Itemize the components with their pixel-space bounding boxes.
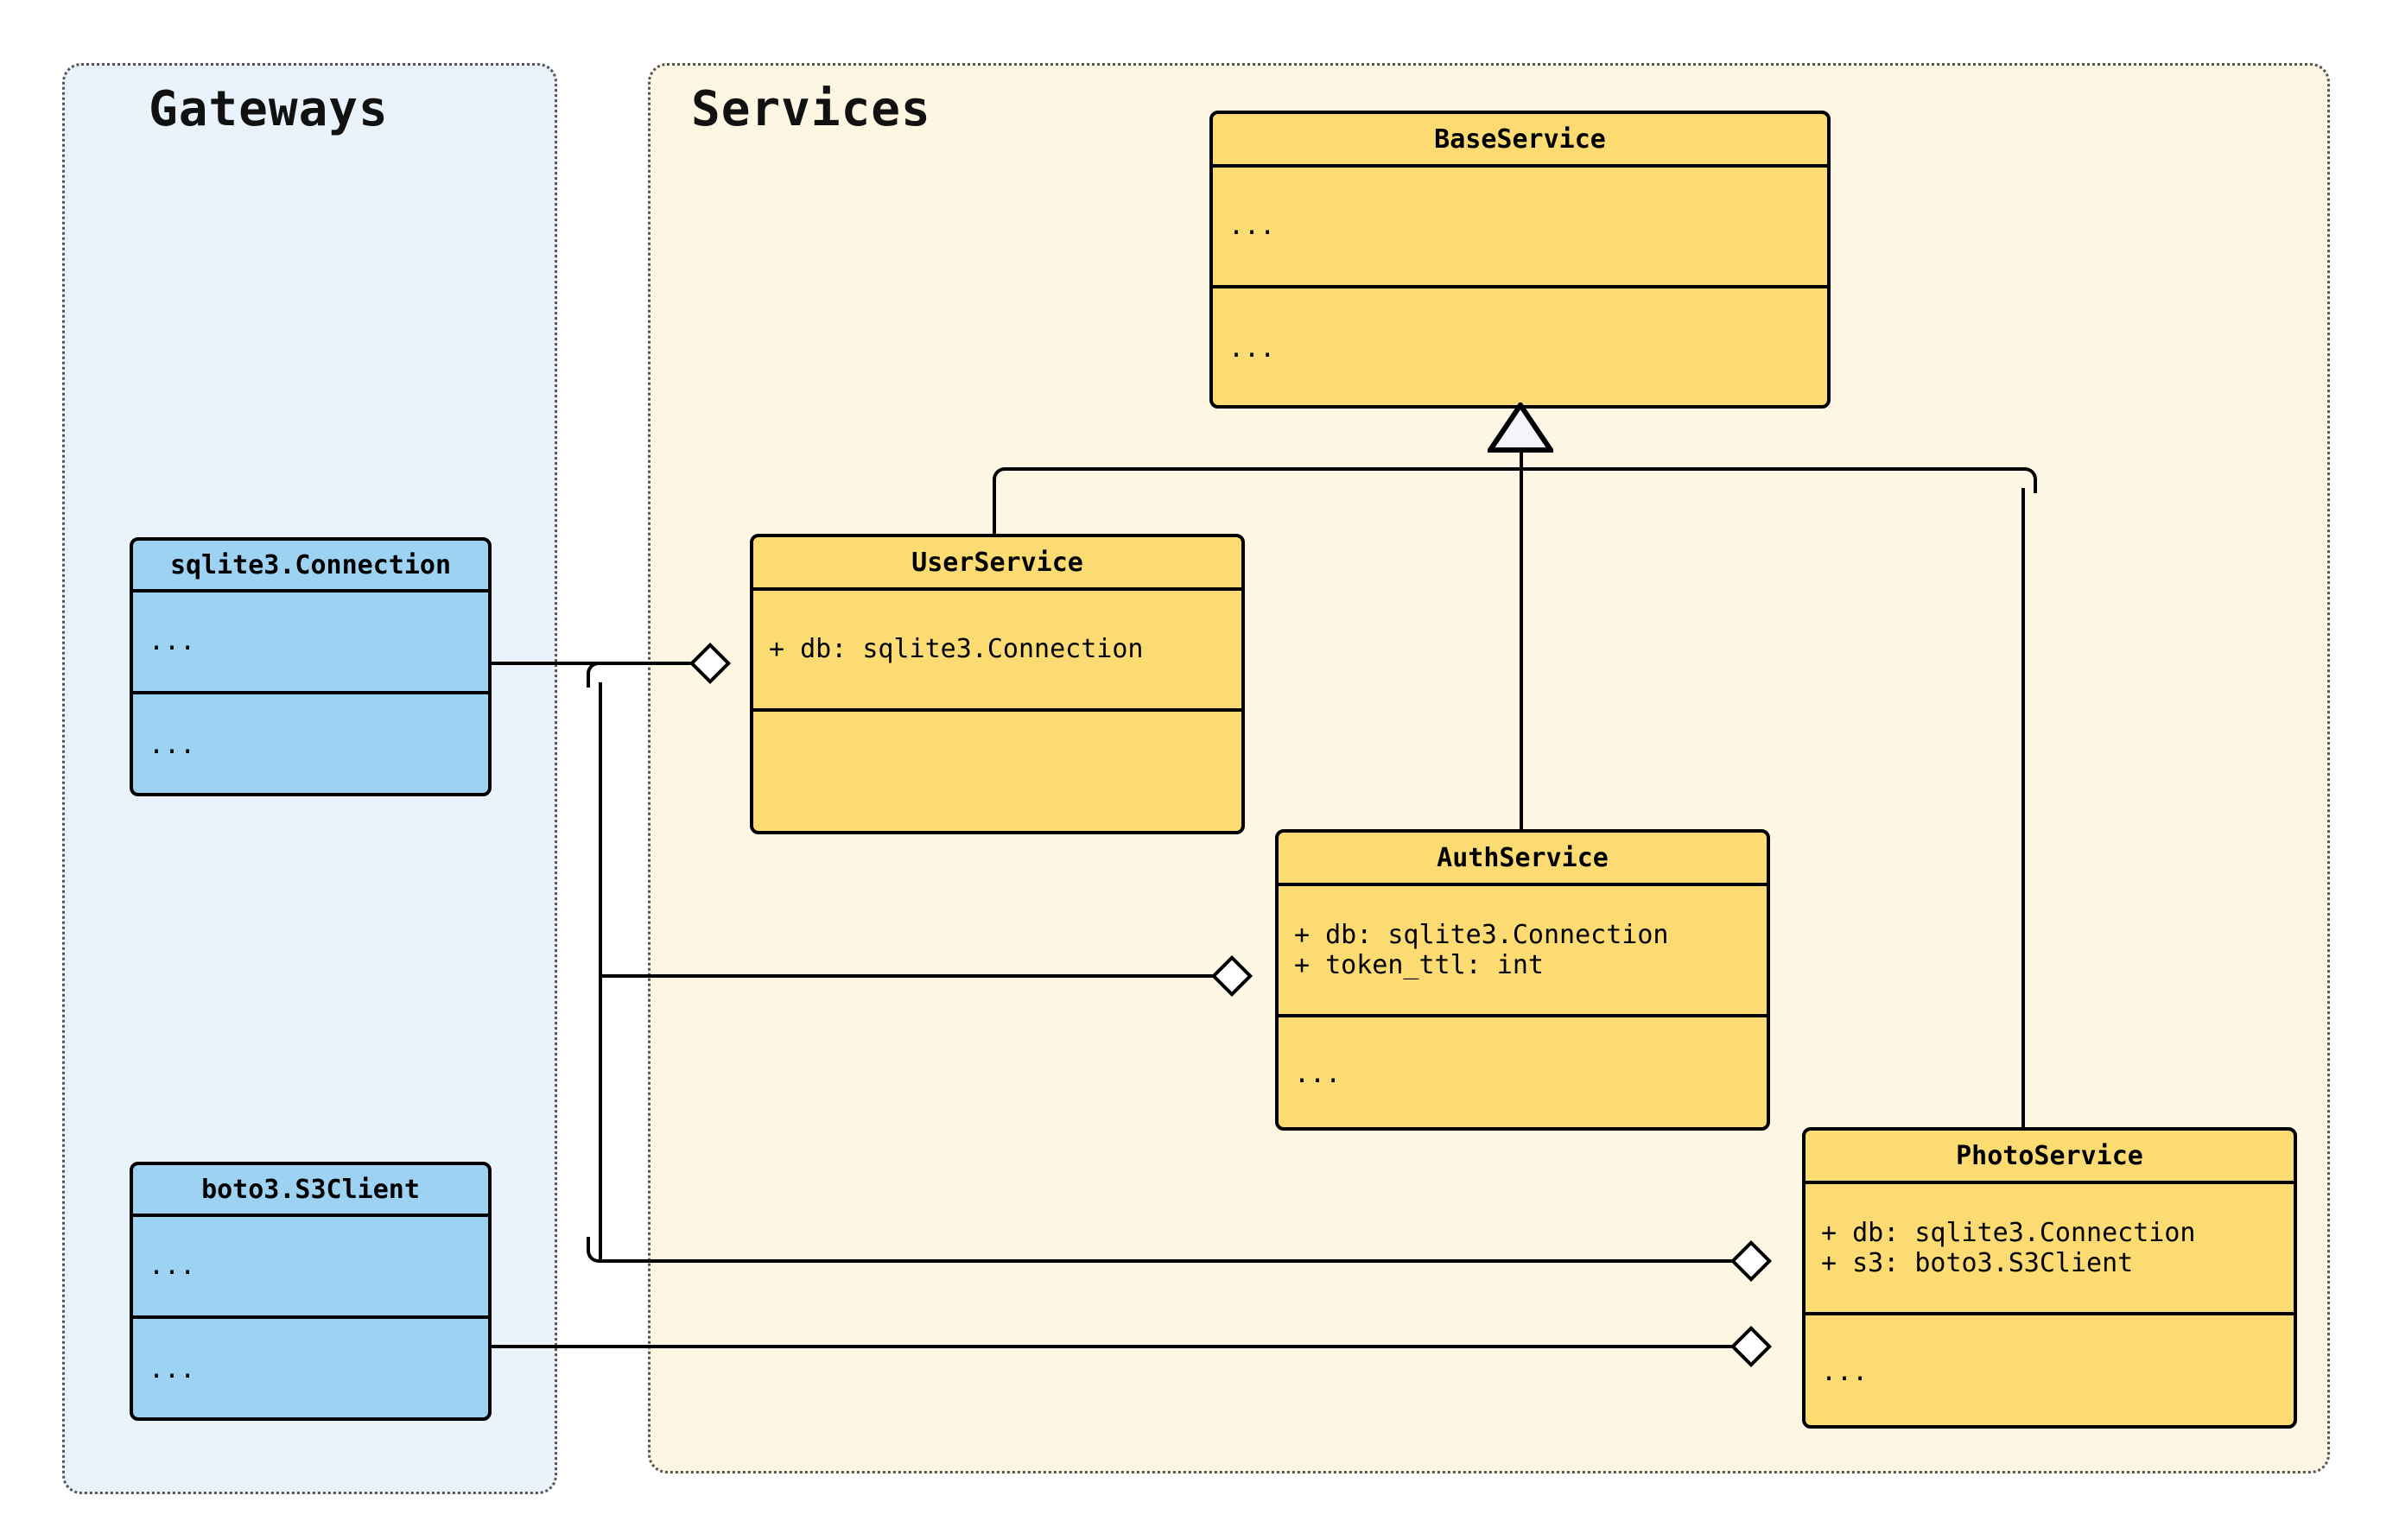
aggregation-sqlite3-corner-bottom (587, 1237, 612, 1263)
class-name-boto3-s3client: boto3.S3Client (133, 1165, 488, 1217)
aggregation-boto3-to-photoservice (489, 1345, 1736, 1348)
attribute-line: + db: sqlite3.Connection (1821, 1217, 2196, 1248)
attribute-line: ... (1228, 211, 1276, 242)
class-attributes-userservice: + db: sqlite3.Connection (753, 591, 1241, 712)
class-operations-sqlite3-connection: ... (133, 694, 488, 793)
inheritance-riser-userservice (993, 488, 996, 536)
operation-line: ... (149, 730, 196, 761)
class-operations-baseservice: ... (1213, 288, 1827, 405)
class-attributes-sqlite3-connection: ... (133, 593, 488, 694)
attribute-line: ... (149, 1251, 196, 1282)
class-name-photoservice: PhotoService (1806, 1131, 2294, 1184)
class-box-boto3-s3client[interactable]: boto3.S3Client ... ... (130, 1162, 492, 1421)
package-gateways-title: Gateways (149, 81, 389, 137)
attribute-line: + token_ttl: int (1294, 950, 1544, 980)
class-box-userservice[interactable]: UserService + db: sqlite3.Connection (750, 534, 1245, 834)
inheritance-bus-horizontal (1005, 467, 2023, 471)
class-operations-authservice: ... (1279, 1017, 1767, 1127)
attribute-line: + db: sqlite3.Connection (769, 634, 1144, 665)
attribute-line: + s3: boto3.S3Client (1821, 1248, 2134, 1278)
class-attributes-boto3-s3client: ... (133, 1217, 488, 1319)
class-attributes-baseservice: ... (1213, 168, 1827, 288)
aggregation-sqlite3-to-authservice (599, 974, 1217, 978)
inheritance-stem-baseservice (1520, 449, 1523, 471)
operation-line: ... (1821, 1356, 1869, 1387)
aggregation-sqlite3-to-photoservice (609, 1259, 1736, 1263)
operation-line: ... (149, 1354, 196, 1385)
class-name-userservice: UserService (753, 537, 1241, 591)
class-box-photoservice[interactable]: PhotoService + db: sqlite3.Connection + … (1802, 1127, 2297, 1429)
inheritance-corner-userservice (993, 467, 1019, 493)
class-box-baseservice[interactable]: BaseService ... ... (1209, 111, 1831, 409)
class-attributes-authservice: + db: sqlite3.Connection + token_ttl: in… (1279, 886, 1767, 1017)
inheritance-riser-authservice (1520, 467, 1523, 830)
class-box-authservice[interactable]: AuthService + db: sqlite3.Connection + t… (1275, 829, 1770, 1131)
aggregation-sqlite3-corner-drop (587, 662, 612, 688)
operation-line: ... (1228, 333, 1276, 364)
aggregation-sqlite3-spine (599, 682, 602, 1261)
attribute-line: + db: sqlite3.Connection (1294, 919, 1669, 950)
class-operations-userservice (753, 712, 1241, 831)
inheritance-corner-photoservice (2011, 467, 2037, 493)
attribute-line: ... (149, 626, 196, 657)
class-box-sqlite3-connection[interactable]: sqlite3.Connection ... ... (130, 537, 492, 796)
class-attributes-photoservice: + db: sqlite3.Connection + s3: boto3.S3C… (1806, 1184, 2294, 1315)
class-operations-photoservice: ... (1806, 1315, 2294, 1425)
operation-line: ... (1294, 1058, 1342, 1089)
class-operations-boto3-s3client: ... (133, 1319, 488, 1417)
class-name-baseservice: BaseService (1213, 114, 1827, 168)
aggregation-sqlite3-trunk (489, 662, 599, 665)
class-name-authservice: AuthService (1279, 833, 1767, 886)
aggregation-sqlite3-to-userservice (599, 662, 695, 665)
inheritance-riser-photoservice (2021, 488, 2025, 1130)
class-name-sqlite3-connection: sqlite3.Connection (133, 541, 488, 593)
inheritance-triangle-baseservice (1485, 400, 1556, 453)
package-services-title: Services (691, 81, 931, 137)
